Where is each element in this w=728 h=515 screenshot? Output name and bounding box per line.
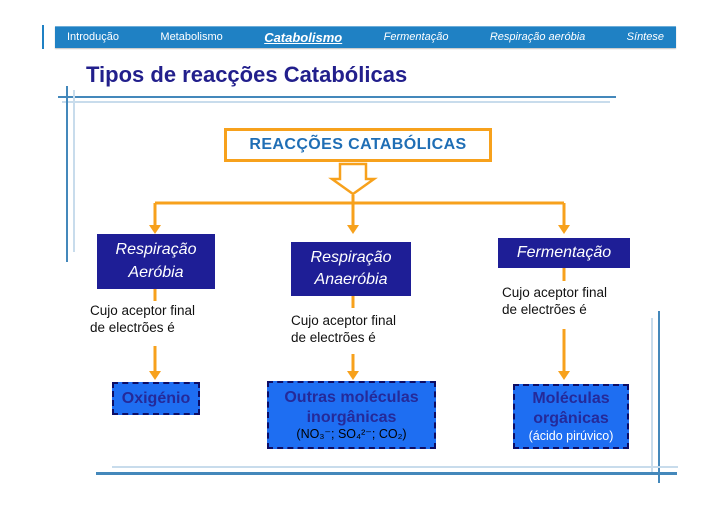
caption-line: Cujo aceptor final: [90, 303, 196, 318]
right-vertical-dark: [658, 311, 660, 483]
arrowhead-right-icon: [558, 225, 570, 234]
nav-item-metabolismo[interactable]: Metabolismo: [160, 31, 223, 43]
arrowhead-middle-bottom-icon: [347, 371, 359, 380]
nav-item-introducao[interactable]: Introdução: [67, 31, 119, 43]
result-box-outras-moleculas-inorganicas: Outras moléculas inorgânicas (NO₃⁻; SO₄²…: [267, 381, 436, 449]
result-box-label: Moléculas: [532, 390, 610, 408]
branch-box-respiracao-aerobia: Respiração Aeróbia: [97, 234, 215, 289]
page-title: Tipos de reacções Catabólicas: [86, 62, 408, 87]
nav-item-respiracao-aerobia[interactable]: Respiração aeróbia: [489, 31, 586, 43]
bottom-horizontal-dark: [96, 472, 677, 475]
root-box-reaccoes-catabolicas: REACÇÕES CATABÓLICAS: [224, 128, 492, 162]
root-box-label: REACÇÕES CATABÓLICAS: [249, 136, 467, 153]
branch-box-line: Respiração: [310, 248, 392, 266]
nav-bar: Introdução Metabolismo Catabolismo Ferme…: [55, 26, 676, 48]
result-box-note: (ácido pirúvico): [528, 428, 614, 443]
arrowhead-middle-icon: [347, 225, 359, 234]
result-box-label: Outras moléculas: [284, 388, 419, 406]
title-underline-light: [62, 101, 610, 103]
nav-item-sintese[interactable]: Síntese: [626, 31, 664, 43]
branch-box-respiracao-anaerobia: Respiração Anaeróbia: [291, 242, 411, 296]
title-underline-dark: [58, 96, 616, 98]
arrowhead-left-icon: [149, 225, 161, 234]
caption-line: de electrões é: [502, 301, 587, 317]
result-box-label: Oxigénio: [121, 389, 191, 407]
caption-line: de electrões é: [90, 319, 175, 335]
branch-box-line: Fermentação: [516, 243, 612, 261]
arrowhead-left-bottom-icon: [149, 371, 161, 380]
result-box-moleculas-organicas: Moléculas orgânicas (ácido pirúvico): [513, 384, 629, 449]
caption-left: Cujo aceptor final de electrões é: [90, 303, 220, 337]
caption-line: Cujo aceptor final: [502, 285, 608, 300]
caption-line: Cujo aceptor final: [291, 313, 397, 328]
block-down-arrow-icon: [328, 162, 378, 196]
caption-middle: Cujo aceptor final de electrões é: [291, 313, 421, 347]
nav-item-catabolismo[interactable]: Catabolismo: [264, 29, 343, 45]
left-vertical-dark: [66, 86, 68, 262]
result-box-label: inorgânicas: [306, 408, 397, 426]
branch-box-line: Anaeróbia: [314, 271, 388, 288]
result-box-formula: (NO₃⁻; SO₄²⁻; CO₂): [296, 427, 407, 442]
caption-right: Cujo aceptor final de electrões é: [502, 285, 632, 319]
nav-item-fermentacao[interactable]: Fermentação: [383, 31, 449, 43]
bottom-horizontal-light: [112, 466, 678, 468]
branch-box-line: Aeróbia: [128, 263, 184, 281]
branch-box-fermentacao: Fermentação: [498, 238, 630, 268]
left-vertical-light: [73, 90, 75, 252]
caption-line: de electrões é: [291, 329, 376, 345]
right-vertical-light: [651, 318, 653, 472]
nav-left-tick: [42, 25, 44, 49]
arrowhead-right-bottom-icon: [558, 371, 570, 380]
result-box-oxigenio: Oxigénio: [112, 382, 200, 415]
result-box-label: orgânicas: [533, 410, 609, 427]
branch-box-line: Respiração: [115, 241, 197, 259]
